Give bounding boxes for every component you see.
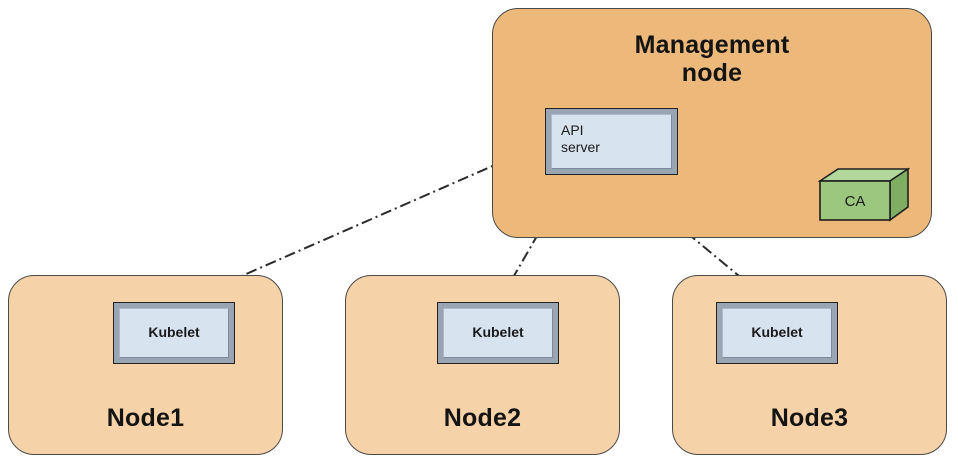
kubelet-label-node1: Kubelet bbox=[148, 324, 200, 340]
kubelet-label-node2: Kubelet bbox=[472, 324, 524, 340]
api-server-face: API server bbox=[551, 114, 672, 169]
kubelet-box-node2[interactable]: Kubelet bbox=[437, 302, 559, 364]
kubelet-box-node3[interactable]: Kubelet bbox=[716, 302, 838, 364]
management-node-label-line2: node bbox=[681, 59, 743, 87]
api-server-label-line2: server bbox=[561, 138, 600, 155]
kubelet-face-node2: Kubelet bbox=[443, 308, 553, 358]
kubelet-box-node1[interactable]: Kubelet bbox=[113, 302, 235, 364]
worker-node-2-label: Node2 bbox=[443, 404, 522, 432]
kubelet-face-node1: Kubelet bbox=[119, 308, 229, 358]
ca-box[interactable]: CA bbox=[817, 167, 911, 222]
api-server-label: API server bbox=[561, 122, 600, 155]
management-node-label-line1: Management bbox=[634, 31, 790, 59]
worker-node-3-label: Node3 bbox=[770, 404, 849, 432]
connector-node1-api bbox=[179, 136, 559, 304]
api-server-label-line1: API bbox=[561, 122, 584, 138]
worker-node-1-label: Node1 bbox=[106, 404, 185, 432]
api-server-box[interactable]: API server bbox=[545, 108, 678, 175]
kubelet-face-node3: Kubelet bbox=[722, 308, 832, 358]
management-node-label: Management node bbox=[493, 31, 931, 87]
ca-prism-shape bbox=[817, 167, 911, 222]
ca-label: CA bbox=[844, 193, 866, 210]
kubelet-label-node3: Kubelet bbox=[751, 324, 803, 340]
